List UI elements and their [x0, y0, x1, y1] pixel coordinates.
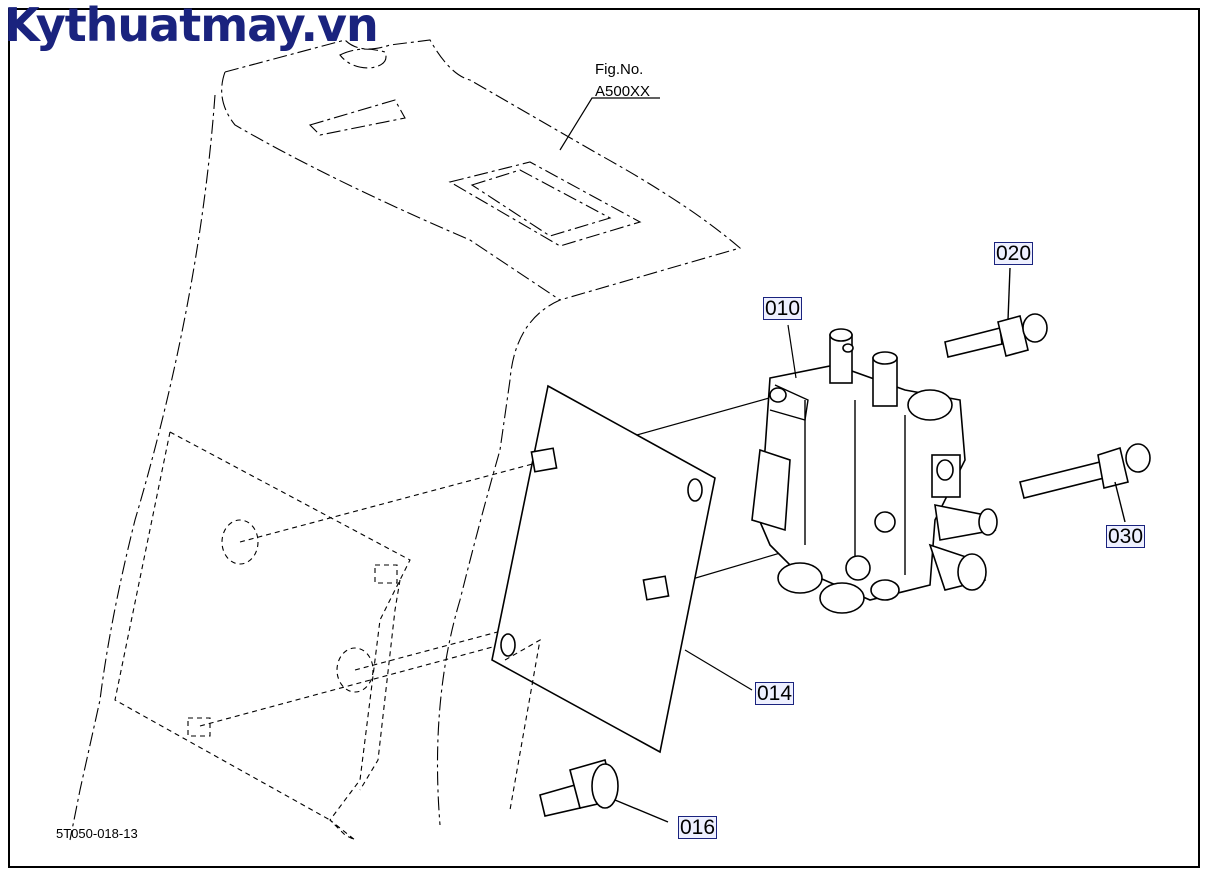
part-label-014[interactable]: 014	[755, 682, 795, 705]
fitting-016[interactable]	[539, 759, 669, 823]
drawing-code: 5T050-018-13	[56, 826, 138, 841]
part-label-010[interactable]: 010	[763, 297, 803, 320]
leader-lines	[559, 97, 797, 691]
part-label-020[interactable]: 020	[994, 242, 1034, 265]
plate-014[interactable]	[491, 384, 716, 811]
fitting-030[interactable]	[1019, 443, 1151, 523]
body-mounting-plate	[114, 431, 411, 841]
cover-phantom-outline	[69, 39, 742, 841]
fig-no-value: A500XX	[595, 83, 651, 100]
valve-block-010[interactable]	[751, 328, 998, 614]
fig-no-label: Fig.No.	[595, 61, 644, 78]
fitting-020[interactable]	[944, 267, 1048, 358]
watermark-logo: Kythuatmay.vn	[4, 0, 379, 52]
part-label-030[interactable]: 030	[1106, 525, 1146, 548]
part-label-016[interactable]: 016	[678, 816, 718, 839]
